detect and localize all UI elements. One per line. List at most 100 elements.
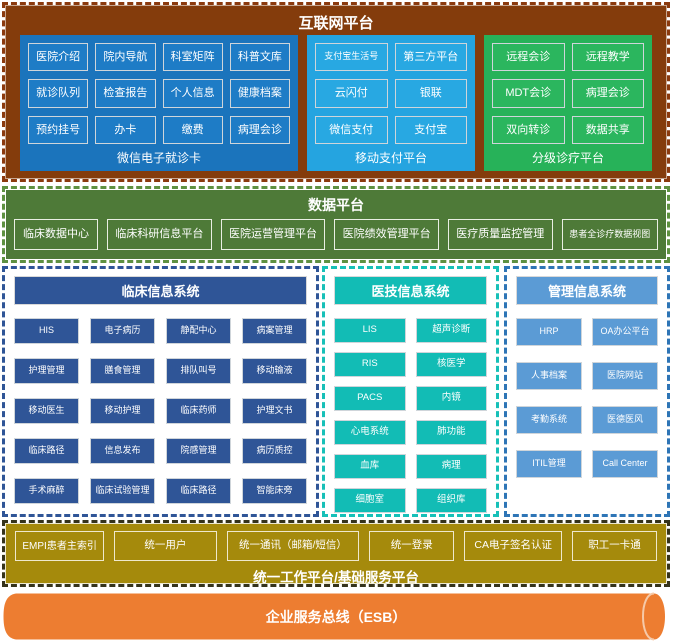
unified-platform-button[interactable]: 统一通讯（邮箱/短信） bbox=[226, 531, 360, 561]
clinical-system-button[interactable]: 智能床旁 bbox=[242, 478, 307, 504]
tiered-care-button[interactable]: 数据共享 bbox=[571, 115, 644, 144]
data-platform-section: 数据平台 临床数据中心临床科研信息平台医院运营管理平台医院绩效管理平台医疗质量监… bbox=[2, 186, 670, 263]
wechat-ecard-button[interactable]: 个人信息 bbox=[162, 79, 223, 108]
mobile-pay-button[interactable]: 支付宝 bbox=[394, 115, 467, 144]
clinical-system-button[interactable]: 临床路径 bbox=[14, 438, 79, 464]
mobile-pay-button[interactable]: 第三方平台 bbox=[394, 43, 467, 72]
data-platform-button[interactable]: 医院运营管理平台 bbox=[220, 219, 326, 250]
wechat-ecard-button[interactable]: 病理会诊 bbox=[229, 115, 290, 144]
clinical-system-button[interactable]: 临床药师 bbox=[166, 398, 231, 424]
medtech-system-button[interactable]: 肺功能 bbox=[415, 420, 487, 445]
wechat-ecard-label: 微信电子就诊卡 bbox=[116, 151, 201, 165]
wechat-ecard-button[interactable]: 院内导航 bbox=[95, 43, 156, 72]
clinical-system-button[interactable]: 病历质控 bbox=[242, 438, 307, 464]
medtech-system-button[interactable]: 核医学 bbox=[415, 352, 487, 377]
wechat-ecard-grid: 医院介绍院内导航科室矩阵科普文库就诊队列检查报告个人信息健康档案预约挂号办卡缴费… bbox=[28, 43, 290, 144]
data-platform-button[interactable]: 患者全诊疗数据视图 bbox=[561, 219, 658, 250]
tiered-care-button[interactable]: 远程会诊 bbox=[492, 43, 565, 72]
wechat-ecard-button[interactable]: 健康档案 bbox=[229, 79, 290, 108]
data-platform-grid: 临床数据中心临床科研信息平台医院运营管理平台医院绩效管理平台医疗质量监控管理患者… bbox=[14, 219, 658, 250]
wechat-ecard-button[interactable]: 科普文库 bbox=[229, 43, 290, 72]
unified-platform-button[interactable]: EMPI患者主索引 bbox=[15, 531, 105, 561]
wechat-ecard-button[interactable]: 医院介绍 bbox=[28, 43, 89, 72]
clinical-system-button[interactable]: 临床路径 bbox=[166, 478, 231, 504]
clinical-system-button[interactable]: 护理管理 bbox=[14, 358, 79, 384]
mobile-pay-button[interactable]: 云闪付 bbox=[315, 79, 388, 108]
management-system-button[interactable]: OA办公平台 bbox=[592, 318, 658, 346]
wechat-ecard-button[interactable]: 缴费 bbox=[162, 115, 223, 144]
mobile-pay-button[interactable]: 银联 bbox=[394, 79, 467, 108]
mobile-pay-button[interactable]: 支付宝生活号 bbox=[315, 43, 388, 72]
management-system-button[interactable]: 医德医风 bbox=[592, 406, 658, 434]
clinical-system-button[interactable]: 手术麻醉 bbox=[14, 478, 79, 504]
mobile-pay-button[interactable]: 微信支付 bbox=[315, 115, 388, 144]
medtech-system-button[interactable]: 血库 bbox=[334, 454, 406, 479]
unified-platform-button[interactable]: 职工一卡通 bbox=[572, 531, 657, 561]
clinical-system-button[interactable]: 静配中心 bbox=[166, 318, 231, 344]
unified-platform-button[interactable]: CA电子签名认证 bbox=[464, 531, 563, 561]
clinical-system-button[interactable]: 移动医生 bbox=[14, 398, 79, 424]
medtech-system-button[interactable]: 内镜 bbox=[415, 386, 487, 411]
management-system-button[interactable]: 考勤系统 bbox=[516, 406, 582, 434]
wechat-ecard-button[interactable]: 检查报告 bbox=[95, 79, 156, 108]
internet-platform-section: 互联网平台 医院介绍院内导航科室矩阵科普文库就诊队列检查报告个人信息健康档案预约… bbox=[2, 2, 670, 182]
esb-cylinder bbox=[3, 592, 665, 641]
clinical-system-button[interactable]: 排队叫号 bbox=[166, 358, 231, 384]
medtech-system-button[interactable]: RIS bbox=[334, 352, 406, 377]
clinical-system-button[interactable]: 病案管理 bbox=[242, 318, 307, 344]
medtech-system-button[interactable]: 病理 bbox=[415, 454, 487, 479]
management-system-button[interactable]: Call Center bbox=[592, 450, 658, 478]
unified-platform-title: 统一工作平台/基础服务平台 bbox=[253, 570, 419, 585]
medtech-system-button[interactable]: 超声诊断 bbox=[415, 318, 487, 343]
medtech-systems-grid: LIS 超声诊断 RIS 核医学 PACS 内镜心电系统肺功能血库病理细胞室组织库 bbox=[334, 318, 487, 513]
tiered-care-button[interactable]: 双向转诊 bbox=[492, 115, 565, 144]
clinical-system-button[interactable]: HIS bbox=[14, 318, 79, 344]
wechat-ecard-button[interactable]: 就诊队列 bbox=[28, 79, 89, 108]
esb-label: 企业服务总线（ESB） bbox=[265, 608, 407, 625]
unified-platform-grid: EMPI患者主索引统一用户统一通讯（邮箱/短信） 统一登录 CA电子签名认证职工一卡… bbox=[15, 531, 657, 561]
clinical-system-button[interactable]: 护理文书 bbox=[242, 398, 307, 424]
medtech-system-button[interactable]: 心电系统 bbox=[334, 420, 406, 445]
management-system-button[interactable]: ITIL管理 bbox=[516, 450, 582, 478]
data-platform-button[interactable]: 临床科研信息平台 bbox=[107, 219, 212, 250]
clinical-system-button[interactable]: 电子病历 bbox=[90, 318, 155, 344]
clinical-system-button[interactable]: 信息发布 bbox=[90, 438, 155, 464]
medtech-system-button[interactable]: LIS bbox=[334, 318, 406, 343]
management-system-button[interactable]: HRP bbox=[516, 318, 582, 346]
medtech-system-button[interactable]: 细胞室 bbox=[334, 488, 406, 513]
clinical-system-button[interactable]: 临床试验管理 bbox=[90, 478, 155, 504]
data-platform-button[interactable]: 临床数据中心 bbox=[14, 219, 99, 250]
clinical-system-button[interactable]: 膳食管理 bbox=[90, 358, 155, 384]
unified-platform-button[interactable]: 统一登录 bbox=[369, 531, 455, 561]
esb-section: 企业服务总线（ESB） bbox=[2, 592, 670, 642]
wechat-ecard-button[interactable]: 预约挂号 bbox=[28, 115, 89, 144]
data-platform-button[interactable]: 医院绩效管理平台 bbox=[334, 219, 439, 250]
clinical-system-button[interactable]: 移动输液 bbox=[242, 358, 307, 384]
internet-platform-panels: 医院介绍院内导航科室矩阵科普文库就诊队列检查报告个人信息健康档案预约挂号办卡缴费… bbox=[5, 35, 667, 171]
clinical-system-button[interactable]: 院感管理 bbox=[166, 438, 231, 464]
management-systems-grid: HRP OA办公平台人事档案医院网站考勤系统医德医风 ITIL管理 Call Cent… bbox=[516, 318, 658, 478]
wechat-ecard-button[interactable]: 办卡 bbox=[95, 115, 156, 144]
management-system-button[interactable]: 人事档案 bbox=[516, 362, 582, 390]
management-systems-header: 管理信息系统 bbox=[516, 276, 658, 305]
tiered-care-button[interactable]: MDT会诊 bbox=[492, 79, 565, 108]
mobile-pay-grid: 支付宝生活号第三方平台云闪付银联微信支付支付宝 bbox=[315, 43, 467, 144]
wechat-ecard-button[interactable]: 科室矩阵 bbox=[162, 43, 223, 72]
data-platform-button[interactable]: 医疗质量监控管理 bbox=[447, 219, 553, 250]
internet-platform-title: 互联网平台 bbox=[298, 15, 374, 32]
medtech-system-button[interactable]: PACS bbox=[334, 386, 406, 411]
tiered-care-button[interactable]: 远程教学 bbox=[571, 43, 644, 72]
unified-platform-section: EMPI患者主索引统一用户统一通讯（邮箱/短信） 统一登录 CA电子签名认证职工一卡… bbox=[2, 520, 670, 587]
tiered-care-label: 分级诊疗平台 bbox=[531, 151, 604, 165]
wechat-ecard-panel: 医院介绍院内导航科室矩阵科普文库就诊队列检查报告个人信息健康档案预约挂号办卡缴费… bbox=[20, 35, 298, 171]
clinical-system-button[interactable]: 移动护理 bbox=[90, 398, 155, 424]
medtech-system-button[interactable]: 组织库 bbox=[415, 488, 487, 513]
tiered-care-button[interactable]: 病理会诊 bbox=[571, 79, 644, 108]
management-system-button[interactable]: 医院网站 bbox=[592, 362, 658, 390]
mobile-pay-panel: 支付宝生活号第三方平台云闪付银联微信支付支付宝 移动支付平台 bbox=[307, 35, 475, 171]
unified-platform-button[interactable]: 统一用户 bbox=[114, 531, 217, 561]
